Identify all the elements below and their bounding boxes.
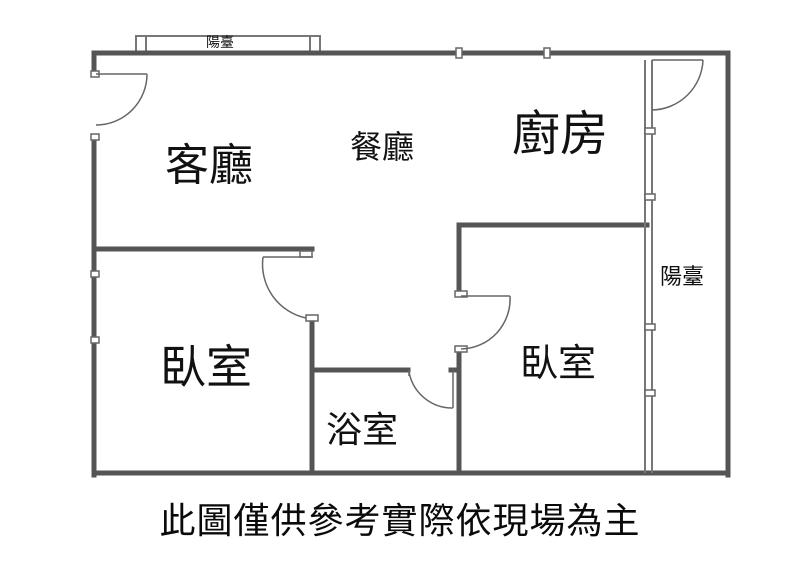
entrance-door (95, 73, 148, 126)
wall-markers (90, 47, 656, 397)
kitchen-label: 廚房 (512, 106, 609, 162)
bedroom-left-label: 臥室 (160, 340, 252, 394)
top-balcony-label: 陽臺 (206, 35, 234, 51)
doors (95, 59, 704, 409)
balcony-door (651, 59, 704, 111)
outer-walls (91, 50, 731, 478)
right-balcony-label: 陽臺 (660, 265, 705, 290)
bedroom-right-door (454, 290, 511, 353)
bedroom-right-label: 臥室 (520, 341, 597, 385)
disclaimer-note: 此圖僅供參考實際依現場為主 (159, 501, 641, 542)
balcony-partition (644, 60, 653, 473)
bedroom-left-door (261, 250, 319, 322)
interior-walls (91, 222, 650, 476)
bathroom-label: 浴室 (326, 410, 399, 451)
bathroom-door (408, 370, 454, 409)
living-room-label: 客廳 (165, 140, 253, 191)
dining-room-label: 餐廳 (350, 128, 415, 166)
